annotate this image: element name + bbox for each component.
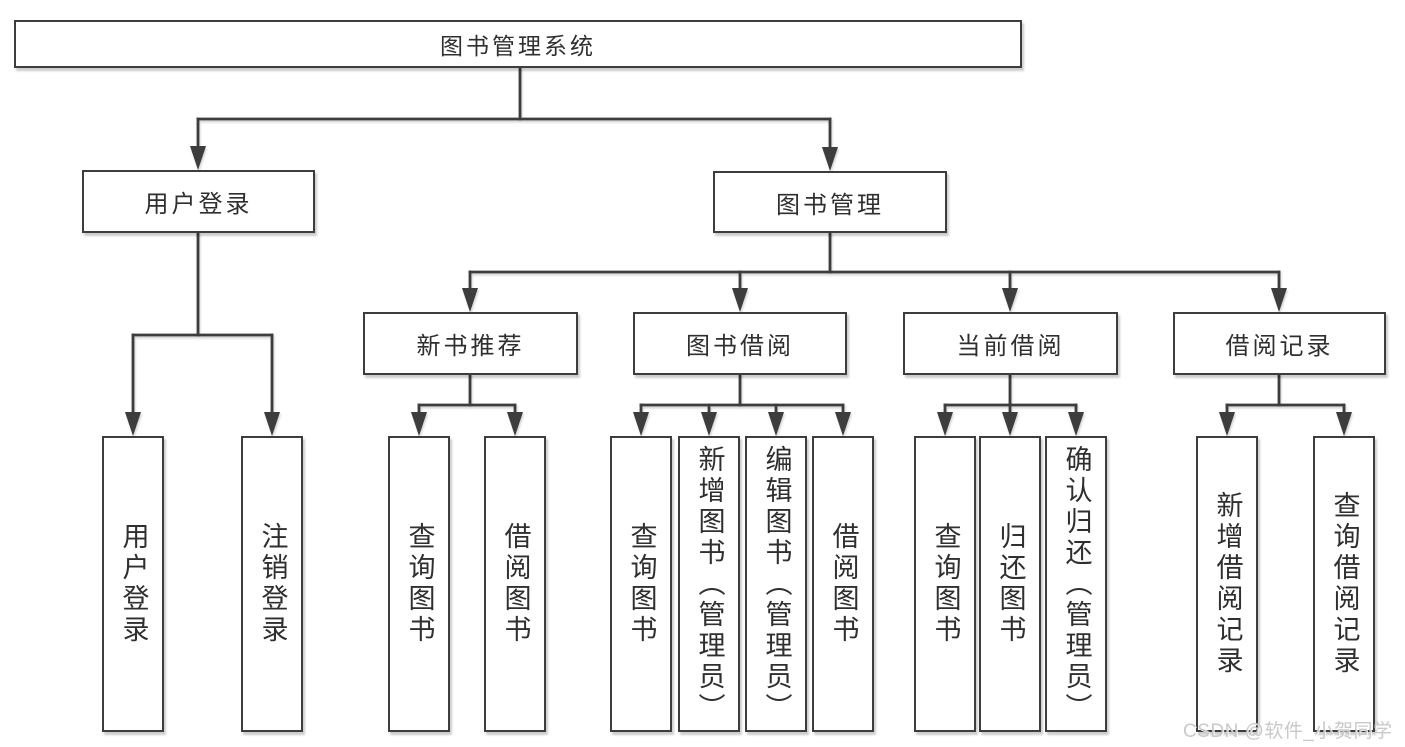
leaf-query-books-recommend: 查询图书 — [388, 436, 450, 732]
leaf-query-books-recommend-label: 查询图书 — [404, 522, 435, 646]
node-current-borrow: 当前借阅 — [903, 312, 1118, 375]
node-book-borrow: 图书借阅 — [633, 312, 847, 375]
leaf-user-login: 用户登录 — [102, 436, 164, 732]
arrowheads — [125, 146, 1352, 436]
node-user-login: 用户登录 — [82, 170, 315, 233]
node-borrow-records: 借阅记录 — [1173, 312, 1386, 375]
leaf-add-books-admin: 新增图书（管理员） — [678, 436, 740, 732]
leaf-logout: 注销登录 — [241, 436, 303, 732]
leaf-add-borrow-record: 新增借阅记录 — [1196, 436, 1258, 732]
node-current-borrow-label: 当前借阅 — [956, 333, 1065, 360]
leaf-borrow-books-recommend-label: 借阅图书 — [500, 522, 531, 646]
leaf-query-books-borrow-label: 查询图书 — [626, 522, 657, 646]
node-new-book-recommend: 新书推荐 — [363, 312, 578, 375]
leaf-query-books-current-label: 查询图书 — [930, 522, 961, 646]
leaf-confirm-return-admin: 确认归还（管理员） — [1045, 436, 1107, 732]
leaf-user-login-label: 用户登录 — [118, 522, 149, 646]
leaf-query-books-current: 查询图书 — [914, 436, 976, 732]
leaf-borrow-books: 借阅图书 — [812, 436, 874, 732]
leaf-add-borrow-record-label: 新增借阅记录 — [1212, 491, 1243, 677]
node-book-borrow-label: 图书借阅 — [686, 333, 794, 360]
node-system-root-label: 图书管理系统 — [440, 33, 596, 59]
leaf-return-books: 归还图书 — [979, 436, 1041, 732]
leaf-query-borrow-record: 查询借阅记录 — [1313, 436, 1375, 732]
leaf-query-borrow-record-label: 查询借阅记录 — [1329, 491, 1360, 677]
leaf-edit-books-admin-label: 编辑图书（管理员） — [761, 444, 792, 724]
node-borrow-records-label: 借阅记录 — [1225, 333, 1334, 360]
node-user-login-label: 用户登录 — [144, 191, 253, 218]
watermark: CSDN @软件_小贺同学 — [1183, 721, 1393, 742]
node-book-management: 图书管理 — [713, 171, 947, 233]
node-book-management-label: 图书管理 — [776, 191, 884, 219]
leaf-borrow-books-label: 借阅图书 — [828, 522, 859, 646]
leaf-logout-label: 注销登录 — [257, 522, 288, 646]
leaf-borrow-books-recommend: 借阅图书 — [484, 436, 546, 732]
leaf-query-books-borrow: 查询图书 — [610, 436, 672, 732]
node-system-root: 图书管理系统 — [14, 20, 1022, 68]
leaf-edit-books-admin: 编辑图书（管理员） — [745, 436, 807, 732]
leaf-return-books-label: 归还图书 — [995, 522, 1026, 646]
leaf-add-books-admin-label: 新增图书（管理员） — [694, 444, 725, 724]
node-new-book-recommend-label: 新书推荐 — [416, 333, 525, 360]
leaf-confirm-return-admin-label: 确认归还（管理员） — [1061, 444, 1092, 724]
